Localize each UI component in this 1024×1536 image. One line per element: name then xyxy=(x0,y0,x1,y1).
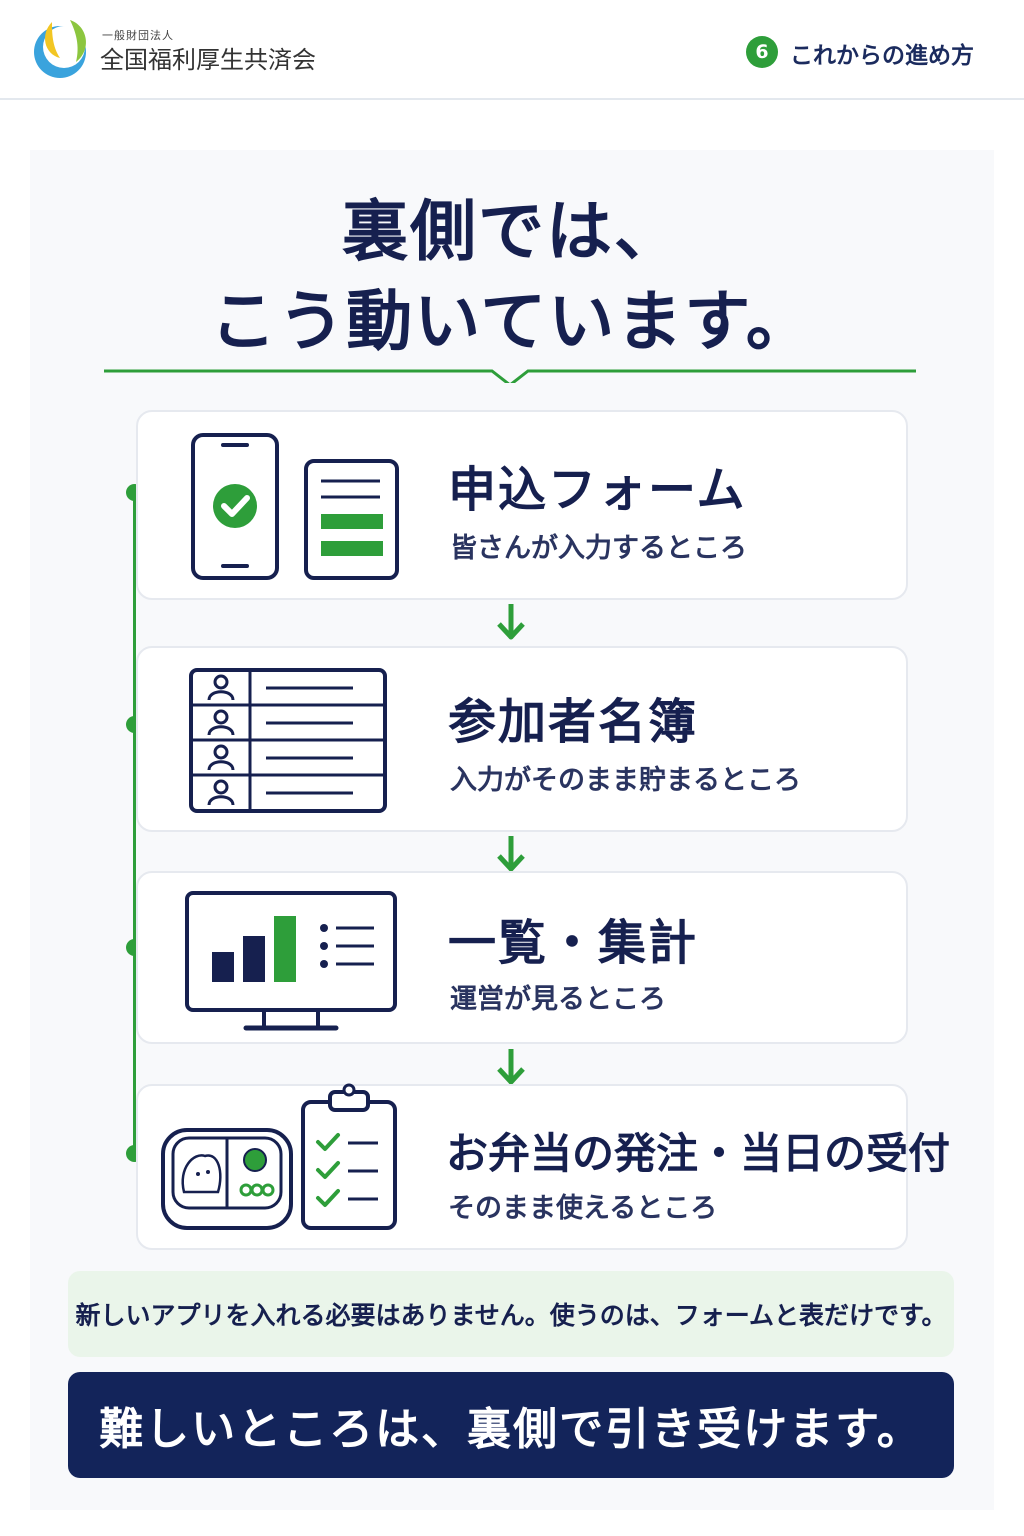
main-title-line1: 裏側では、 xyxy=(342,193,682,270)
bento-checklist-icon xyxy=(161,1083,397,1230)
title-divider xyxy=(104,369,916,383)
card-title-bento-reception: お弁当の発注・当日の受付 xyxy=(446,1129,951,1178)
section-title: これからの進め方 xyxy=(790,43,974,69)
down-arrow-icon xyxy=(497,1049,525,1085)
dashboard-chart-icon xyxy=(185,891,397,1031)
step-number-badge: 6 xyxy=(746,36,778,68)
info-note: 新しいアプリを入れる必要はありません。使うのは、フォームと表だけです。 xyxy=(68,1271,954,1357)
header: 一般財団法人 全国福利厚生共済会 6 これからの進め方 xyxy=(0,0,1024,100)
down-arrow-icon xyxy=(497,604,525,640)
card-title-dashboard: 一覧・集計 xyxy=(448,915,699,971)
organization-logo-icon xyxy=(34,20,87,78)
card-subtitle-participant-list: 入力がそのまま貯まるところ xyxy=(450,765,801,796)
organization-type: 一般財団法人 xyxy=(102,29,174,42)
flow-timeline-line xyxy=(133,492,136,1154)
participant-list-icon xyxy=(189,668,387,813)
card-title-form: 申込フォーム xyxy=(448,462,747,518)
card-title-participant-list: 参加者名簿 xyxy=(448,694,699,750)
down-arrow-icon xyxy=(497,836,525,872)
bottom-message-banner: 難しいところは、裏側で引き受けます。 xyxy=(68,1372,954,1478)
form-phone-icon xyxy=(191,433,399,580)
card-subtitle-form: 皆さんが入力するところ xyxy=(450,533,747,564)
main-title-line2: こう動いています。 xyxy=(210,283,814,360)
organization-name: 全国福利厚生共済会 xyxy=(100,46,316,74)
card-subtitle-dashboard: 運営が見るところ xyxy=(450,984,666,1015)
card-subtitle-bento-reception: そのまま使えるところ xyxy=(448,1193,718,1224)
